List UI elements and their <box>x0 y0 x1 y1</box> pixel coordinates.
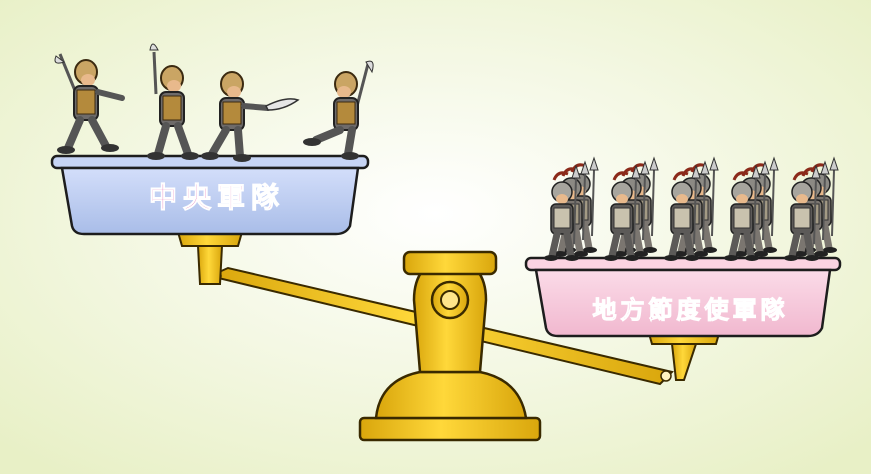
regional-army-label: 地方節度使軍隊 <box>592 296 789 325</box>
central-soldier <box>147 43 199 160</box>
scale-stand <box>358 250 542 442</box>
regional-soldier <box>544 164 581 261</box>
central-army-soldiers <box>54 43 374 162</box>
regional-soldier <box>604 164 641 261</box>
central-soldier <box>303 60 374 160</box>
central-army-label: 中央軍隊 <box>148 181 285 215</box>
right-tray <box>524 256 842 338</box>
regional-soldier <box>784 164 821 261</box>
regional-army-soldiers <box>544 156 839 261</box>
central-soldier <box>201 71 300 162</box>
regional-soldier <box>664 164 701 261</box>
central-soldier <box>54 53 125 154</box>
left-tray <box>50 154 370 236</box>
regional-soldier <box>724 164 761 261</box>
